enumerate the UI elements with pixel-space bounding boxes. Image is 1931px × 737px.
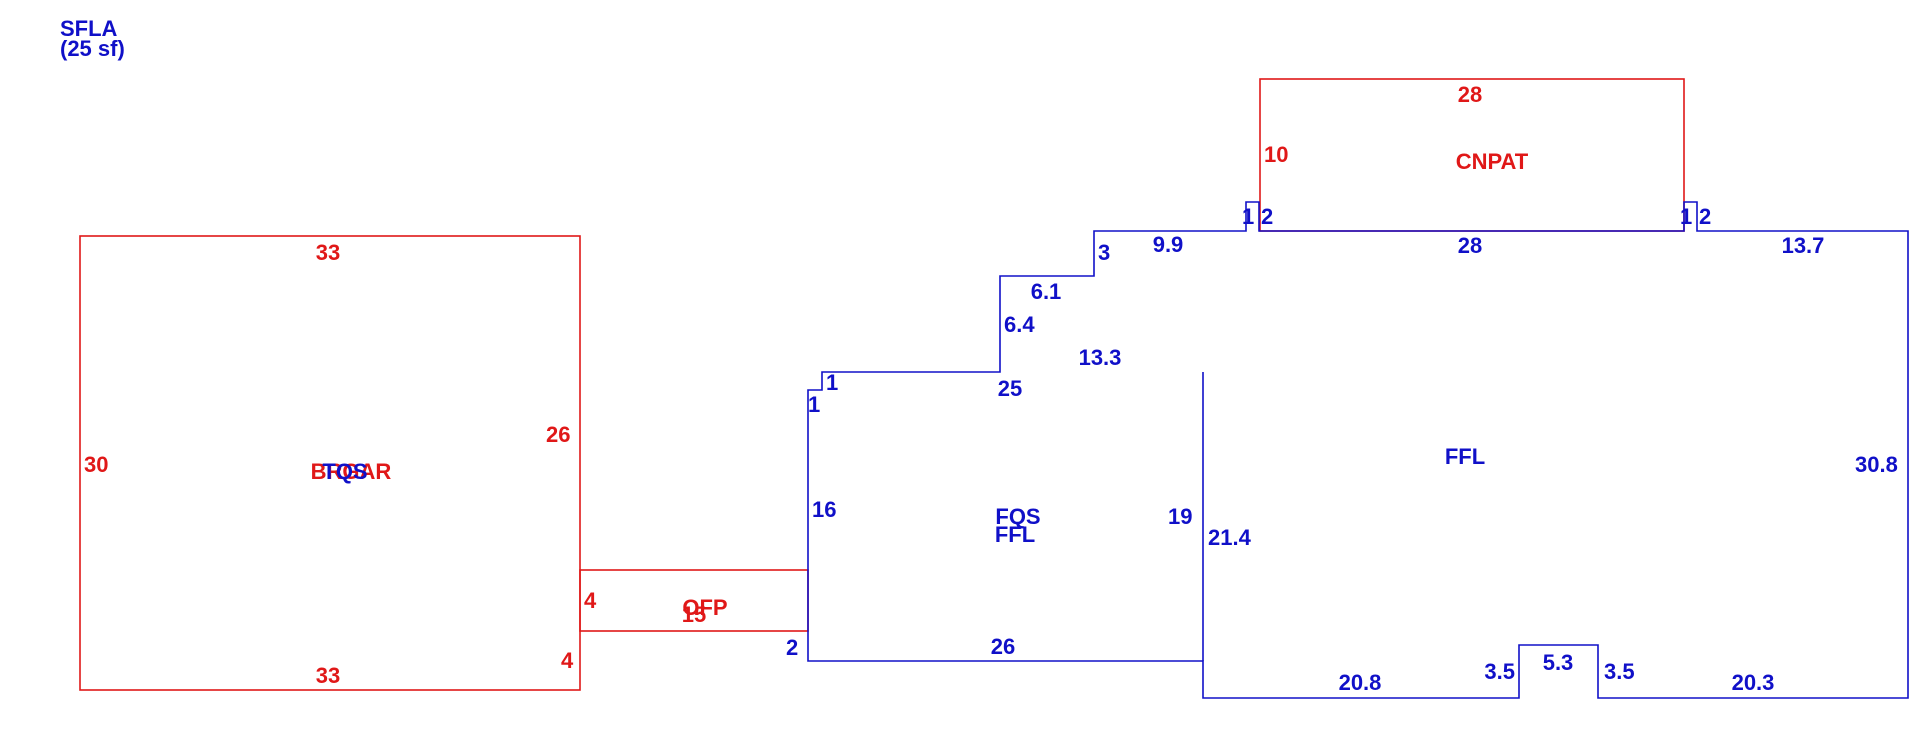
dim-left-bottom-jog: 2 [786,635,798,660]
dim-step-vertical: 6.4 [1004,312,1035,337]
header-area: (25 sf) [60,36,125,61]
dim-brgar-right-lower: 4 [561,648,574,673]
dim-cnpat-bottom: 28 [1458,233,1482,258]
dim-bump-top: 5.3 [1543,650,1574,675]
dim-left-jog-b: 1 [826,370,838,395]
dim-bump-left: 3.5 [1484,659,1515,684]
dim-cnpat-left: 10 [1264,142,1288,167]
dim-ofp-inner: 15 [682,602,706,627]
area-label-ffl-main: FFL [1445,444,1485,469]
dim-notch-left-b: 2 [1261,204,1273,229]
dim-left-right: 19 [1168,504,1192,529]
dim-bump-right: 3.5 [1604,659,1635,684]
dim-left-bottom: 26 [991,634,1015,659]
dim-cnpat-top: 28 [1458,82,1482,107]
dim-notch-left-a: 1 [1242,204,1254,229]
dim-left-top: 25 [998,376,1022,401]
area-label-cnpat: CNPAT [1456,149,1529,174]
dim-brgar-bottom: 33 [316,663,340,688]
brgar-outline [79,235,581,691]
header-code: SFLA [60,16,118,41]
dim-brgar-right: 26 [546,422,570,447]
dim-step-horizontal: 6.1 [1031,279,1062,304]
dim-brgar-top: 33 [316,240,340,265]
dim-notch-right-a: 1 [1680,204,1692,229]
dim-ofp-left: 4 [584,588,597,613]
dim-notch-right-b: 2 [1699,204,1711,229]
dim-upper-run: 9.9 [1153,232,1184,257]
ffl-outline [807,201,1909,699]
dim-brgar-left: 30 [84,452,108,477]
dim-inner-side: 21.4 [1208,525,1252,550]
area-label-ffl-left: FFL [995,522,1035,547]
area-label-brgar: BRGAR [311,459,392,484]
dim-step-upper: 13.3 [1079,345,1122,370]
area-label-fqs: FQS [995,504,1040,529]
dim-left-jog-a: 1 [808,392,820,417]
area-label-ofp: OFP [682,595,727,620]
dim-right-top: 13.7 [1782,233,1825,258]
dim-bottom-right: 20.3 [1732,670,1775,695]
dim-right-side: 30.8 [1855,452,1898,477]
dim-step-small: 3 [1098,240,1110,265]
area-label-tqs: TQS [322,459,367,484]
dim-bottom-left: 20.8 [1339,670,1382,695]
dim-left-side: 16 [812,497,836,522]
